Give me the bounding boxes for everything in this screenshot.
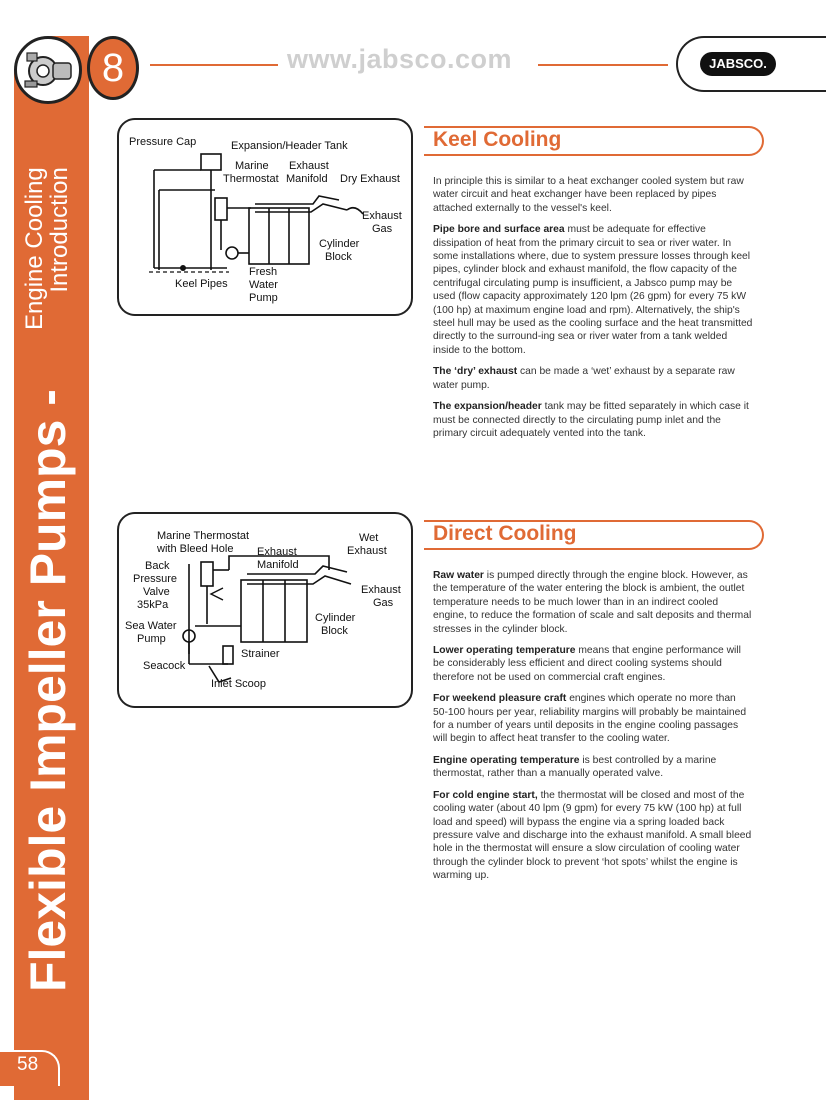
label-expansion-tank: Expansion/Header Tank — [231, 140, 348, 152]
label-35kpa: 35kPa — [137, 599, 169, 611]
label-cylinder: Cylinder — [319, 238, 360, 250]
direct-p4: Engine operating temperature is best con… — [433, 754, 753, 781]
direct-p2-text: means that engine performance will be co… — [433, 645, 741, 683]
keel-p3-text: can be made a ‘wet’ exhaust by a separat… — [433, 366, 735, 391]
label-pressure-cap: Pressure Cap — [129, 136, 197, 148]
keel-p3: The ‘dry’ exhaust can be made a ‘wet’ ex… — [433, 365, 753, 392]
label-keel-pipes: Keel Pipes — [175, 278, 228, 290]
direct-p5: For cold engine start, the thermostat wi… — [433, 789, 753, 883]
side-band — [14, 36, 89, 1064]
label-manifold: Manifold — [257, 559, 299, 571]
subtitle-line2: Introduction — [46, 167, 73, 293]
label-valve: Valve — [143, 586, 170, 598]
direct-p3: For weekend pleasure craft engines which… — [433, 692, 753, 746]
direct-cooling-diagram: Marine Thermostat with Bleed Hole Wet Ex… — [117, 512, 413, 708]
direct-cooling-header-frame — [424, 520, 764, 550]
label-with-bleed-hole: with Bleed Hole — [157, 543, 234, 555]
pump-logo-icon — [14, 36, 82, 104]
header-rule-right — [538, 64, 668, 66]
keel-p4-text: tank may be fitted separately in which c… — [433, 401, 749, 439]
label-water: Water — [249, 279, 278, 291]
label-back: Back — [145, 560, 170, 572]
keel-p2: Pipe bore and surface area must be adequ… — [433, 223, 753, 357]
label-exhaust-gas-2: Gas — [373, 597, 394, 609]
chapter-badge — [87, 36, 139, 100]
section-subtitle: Engine Cooling Introduction — [21, 167, 73, 330]
label-pump: Pump — [249, 292, 278, 304]
label-exhaust: Exhaust — [289, 160, 329, 172]
page-number: 58 — [17, 1054, 39, 1075]
label-sea-water: Sea Water — [125, 620, 177, 632]
keel-p1: In principle this is similar to a heat e… — [433, 176, 744, 214]
label-marine: Marine — [235, 160, 269, 172]
page-number-tab — [0, 1050, 60, 1086]
brand-frame — [676, 36, 826, 92]
chapter-number: 8 — [101, 46, 125, 90]
direct-cooling-title: Direct Cooling — [433, 522, 577, 545]
keel-p4-bold: The expansion/header — [433, 401, 542, 413]
label-exhaust: Exhaust — [257, 546, 297, 558]
direct-p1: Raw water is pumped directly through the… — [433, 569, 753, 636]
label-block: Block — [325, 251, 352, 263]
keel-p4: The expansion/header tank may be fitted … — [433, 400, 753, 440]
label-manifold: Manifold — [286, 173, 328, 185]
keel-cooling-title: Keel Cooling — [433, 128, 562, 151]
label-strainer: Strainer — [241, 648, 280, 660]
label-marine-thermostat: Marine Thermostat — [157, 530, 250, 542]
direct-p3-text: engines which operate no more than 50-10… — [433, 693, 747, 745]
keel-p2-bold: Pipe bore and surface area — [433, 224, 565, 236]
direct-p2-bold: Lower operating temperature — [433, 645, 576, 657]
label-exhaust-gas-1: Exhaust — [362, 210, 402, 222]
direct-p1-bold: Raw water — [433, 570, 484, 581]
direct-p3-bold: For weekend pleasure craft — [433, 693, 567, 705]
jabsco-logo: JABSCO. — [700, 52, 776, 76]
label-exhaust-top: Exhaust — [347, 545, 387, 557]
keel-p3-bold: The ‘dry’ exhaust — [433, 366, 518, 378]
label-dry-exhaust: Dry Exhaust — [340, 173, 400, 185]
direct-p4-bold: Engine operating temperature — [433, 754, 580, 766]
label-exhaust-gas-1: Exhaust — [361, 584, 401, 596]
direct-p5-bold: For cold engine start, — [433, 789, 538, 801]
label-wet: Wet — [359, 532, 379, 544]
subtitle-line1: Engine Cooling — [21, 167, 48, 330]
keel-cooling-diagram: Pressure Cap Expansion/Header Tank Marin… — [117, 118, 413, 316]
direct-p2: Lower operating temperature means that e… — [433, 644, 753, 684]
label-cylinder: Cylinder — [315, 612, 356, 624]
keel-cooling-schematic — [149, 153, 364, 273]
direct-p1-text: is pumped directly through the engine bl… — [433, 570, 752, 635]
direct-cooling-text: Raw water is pumped directly through the… — [433, 569, 753, 891]
main-title: Flexible Impeller Pumps - — [20, 389, 76, 992]
header-rule-left — [150, 64, 278, 66]
direct-p5-text: the thermostat will be closed and most o… — [433, 789, 752, 882]
label-seacock: Seacock — [143, 660, 186, 672]
keel-cooling-text: In principle this is similar to a heat e… — [433, 175, 753, 448]
website-url[interactable]: www.jabsco.com — [287, 44, 513, 74]
label-pressure: Pressure — [133, 573, 178, 585]
keel-cooling-header-frame — [424, 126, 764, 156]
label-thermostat: Thermostat — [223, 173, 279, 185]
keel-p2-text: must be adequate for effective dissipati… — [433, 224, 753, 356]
label-fresh: Fresh — [249, 266, 278, 278]
direct-p4-text: is best controlled by a marine thermosta… — [433, 754, 717, 780]
label-block: Block — [321, 625, 348, 637]
label-exhaust-gas-2: Gas — [372, 223, 393, 235]
label-pump: Pump — [137, 633, 166, 645]
label-inlet-scoop: Inlet Scoop — [211, 678, 267, 690]
direct-cooling-schematic — [182, 555, 352, 683]
